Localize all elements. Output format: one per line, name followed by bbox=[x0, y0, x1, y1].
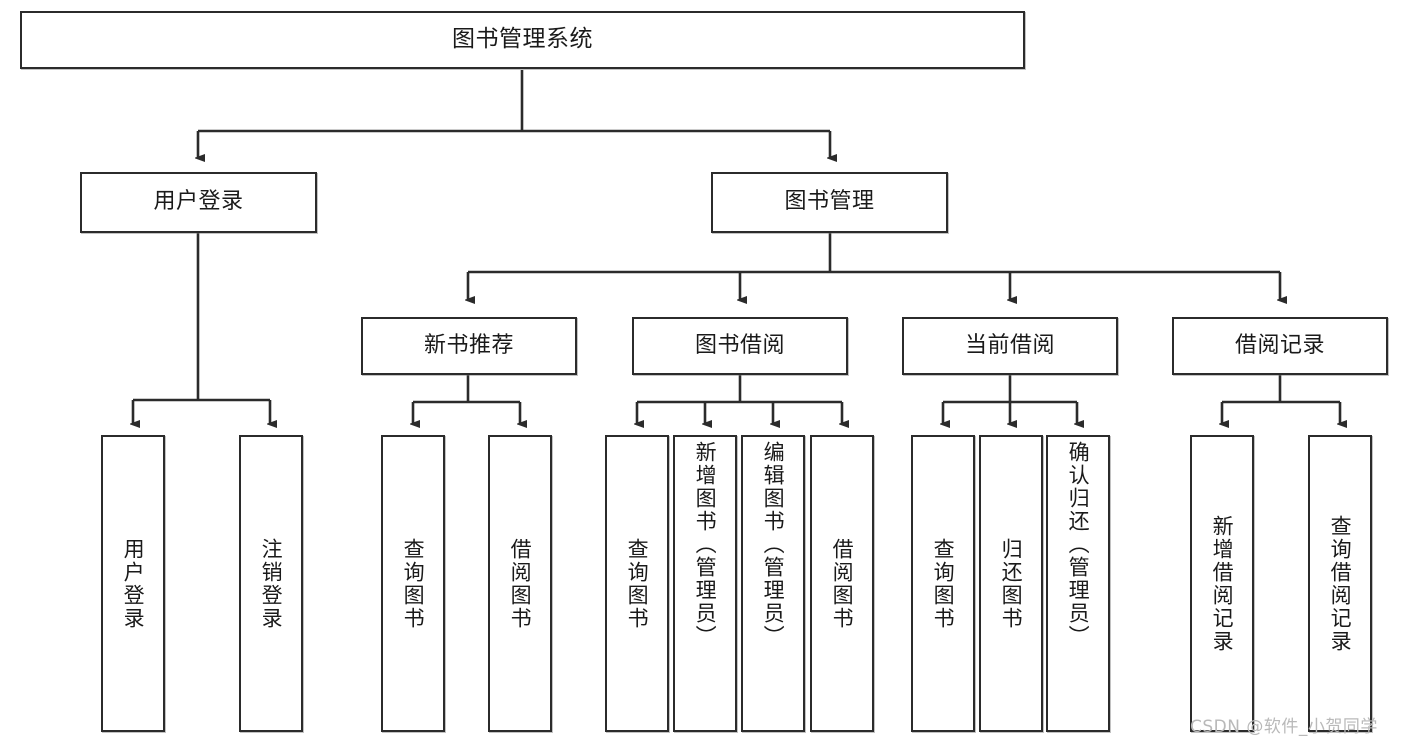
leaf-edit-book[interactable]: 编辑图书（管理员） bbox=[741, 435, 805, 732]
node-label: 借阅图书 bbox=[508, 537, 533, 630]
node-label: 用户登录 bbox=[121, 537, 146, 630]
node-root-system[interactable]: 图书管理系统 bbox=[20, 11, 1025, 69]
node-label: 查询图书 bbox=[625, 537, 650, 630]
leaf-query-book-borrow[interactable]: 查询图书 bbox=[605, 435, 669, 732]
leaf-borrow-book[interactable]: 借阅图书 bbox=[810, 435, 874, 732]
leaf-query-book-current[interactable]: 查询图书 bbox=[911, 435, 975, 732]
leaf-borrow-book-recommend[interactable]: 借阅图书 bbox=[488, 435, 552, 732]
node-label: 编辑图书（管理员） bbox=[761, 441, 786, 648]
node-label: 图书管理系统 bbox=[452, 26, 593, 53]
node-label: 新增图书（管理员） bbox=[693, 441, 718, 648]
node-label: 用户登录 bbox=[153, 189, 244, 215]
node-label: 图书借阅 bbox=[694, 332, 785, 358]
node-new-book-recommend[interactable]: 新书推荐 bbox=[361, 317, 577, 375]
leaf-user-login[interactable]: 用户登录 bbox=[101, 435, 165, 732]
node-label: 查询借阅记录 bbox=[1328, 514, 1353, 653]
leaf-confirm-return[interactable]: 确认归还（管理员） bbox=[1046, 435, 1110, 732]
node-label: 借阅图书 bbox=[830, 537, 855, 630]
leaf-return-book[interactable]: 归还图书 bbox=[979, 435, 1043, 732]
node-label: 当前借阅 bbox=[964, 332, 1055, 358]
leaf-add-book[interactable]: 新增图书（管理员） bbox=[673, 435, 737, 732]
leaf-query-book-recommend[interactable]: 查询图书 bbox=[381, 435, 445, 732]
leaf-query-borrow-record[interactable]: 查询借阅记录 bbox=[1308, 435, 1372, 732]
node-label: 图书管理 bbox=[784, 189, 875, 215]
node-label: 查询图书 bbox=[931, 537, 956, 630]
node-label: 归还图书 bbox=[999, 537, 1024, 630]
csdn-watermark: CSDN @软件_小贺同学 bbox=[1190, 717, 1378, 737]
node-user-login[interactable]: 用户登录 bbox=[80, 172, 317, 233]
node-label: 新书推荐 bbox=[423, 332, 514, 358]
node-borrow-record[interactable]: 借阅记录 bbox=[1172, 317, 1388, 375]
node-book-management[interactable]: 图书管理 bbox=[711, 172, 948, 233]
node-label: 查询图书 bbox=[401, 537, 426, 630]
leaf-logout-login[interactable]: 注销登录 bbox=[239, 435, 303, 732]
node-label: 借阅记录 bbox=[1234, 332, 1325, 358]
node-label: 注销登录 bbox=[259, 537, 284, 630]
node-label: 确认归还（管理员） bbox=[1066, 441, 1091, 648]
node-book-borrow[interactable]: 图书借阅 bbox=[632, 317, 848, 375]
node-current-borrow[interactable]: 当前借阅 bbox=[902, 317, 1118, 375]
leaf-add-borrow-record[interactable]: 新增借阅记录 bbox=[1190, 435, 1254, 732]
node-label: 新增借阅记录 bbox=[1210, 514, 1235, 653]
